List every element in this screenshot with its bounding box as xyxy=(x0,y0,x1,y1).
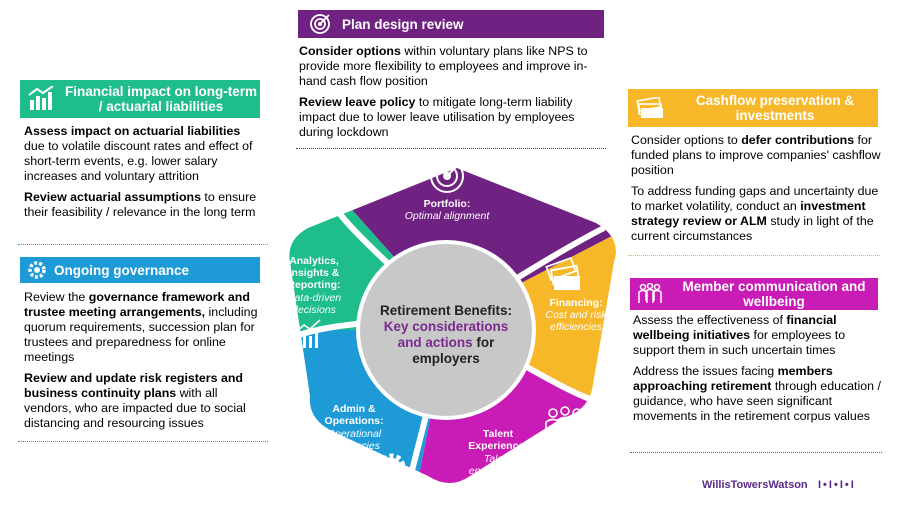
financial-impact-body: Assess impact on actuarial liabilities d… xyxy=(24,124,264,226)
text-run: within voluntary plans like NPS to provi… xyxy=(299,44,588,88)
text-run: for employees to support them in such un… xyxy=(633,328,846,357)
text-run: due to volatile discount rates and effec… xyxy=(24,139,253,183)
bold-text-run: Assess impact on actuarial liabilities xyxy=(24,124,241,138)
bold-text-run: investment strategy review or ALM xyxy=(631,199,866,228)
governance-header: Ongoing governance xyxy=(20,257,260,283)
member-comm-p2: Address the issues facing members approa… xyxy=(633,364,881,424)
admin-title-1: Admin & xyxy=(332,403,376,415)
financial-impact-title: Financial impact on long-term / actuaria… xyxy=(64,84,258,114)
bold-text-run: Review leave policy xyxy=(299,95,416,109)
center-title-line2: Key considerations xyxy=(384,319,509,334)
financing-sub-2: efficiencies xyxy=(550,321,603,333)
text-run: Review the xyxy=(24,290,89,304)
text-run: Consider options to xyxy=(631,133,742,147)
people-group-icon xyxy=(630,283,670,305)
talent-title-1: Talent xyxy=(483,428,514,440)
plan-design-title: Plan design review xyxy=(342,16,464,32)
text-run: To address funding gaps and uncertainty … xyxy=(631,184,879,213)
center-circle xyxy=(356,240,536,420)
target-icon xyxy=(430,159,464,193)
cashflow-body: Consider options to defer contributions … xyxy=(631,133,881,250)
talent-title-2: Experience: xyxy=(468,440,528,452)
segment-financing xyxy=(450,236,616,404)
cashflow-p1: Consider options to defer contributions … xyxy=(631,133,881,178)
bar-chart-up-icon xyxy=(20,86,62,112)
text-run: through education / guidance, who have s… xyxy=(633,379,881,423)
text-run: to ensure their feasibility / relevance … xyxy=(24,190,257,219)
money-stack-icon xyxy=(545,256,581,290)
admin-sub-2: efficiencies xyxy=(328,440,381,452)
analytics-sub-1: Data-driven xyxy=(287,292,341,304)
member-comm-header: Member communication and wellbeing xyxy=(630,278,878,310)
governance-body: Review the governance framework and trus… xyxy=(24,290,264,437)
bold-text-run: Review actuarial assumptions xyxy=(24,190,201,204)
governance-title: Ongoing governance xyxy=(54,262,190,278)
text-run: to mitigate long-term liability impact d… xyxy=(299,95,575,139)
analytics-title-3: Reporting: xyxy=(287,279,340,291)
divider xyxy=(630,452,882,453)
company-logo: WillisTowersWatson xyxy=(702,479,808,491)
financial-impact-p1: Assess impact on actuarial liabilities d… xyxy=(24,124,264,184)
gear-icon xyxy=(20,260,54,280)
center-title-line1: Retirement Benefits: xyxy=(380,303,512,318)
financial-impact-p2: Review actuarial assumptions to ensure t… xyxy=(24,190,264,220)
divider xyxy=(18,441,268,442)
bold-text-run: members approaching retirement xyxy=(633,364,833,393)
plan-design-p1: Consider options within voluntary plans … xyxy=(299,44,605,89)
center-title-line4: employers xyxy=(412,351,480,366)
plan-design-p2: Review leave policy to mitigate long-ter… xyxy=(299,95,605,140)
money-stack-icon xyxy=(628,97,672,119)
people-group-icon xyxy=(545,406,585,436)
gear-icon xyxy=(378,453,406,481)
divider xyxy=(296,148,606,149)
plan-design-body: Consider options within voluntary plans … xyxy=(299,44,605,146)
member-comm-title: Member communication and wellbeing xyxy=(682,279,866,309)
bold-text-run: Review and update risk registers and bus… xyxy=(24,371,243,400)
member-comm-p1: Assess the effectiveness of financial we… xyxy=(633,313,881,358)
bold-text-run: governance framework and trustee meeting… xyxy=(24,290,250,319)
plan-design-header: Plan design review xyxy=(298,10,604,38)
text-run: study in light of the current circumstan… xyxy=(631,214,874,243)
analytics-title-1: Analytics, xyxy=(289,255,339,267)
company-logo-mark: I•I•I•I xyxy=(818,479,856,491)
cashflow-title: Cashflow preservation & investments xyxy=(695,93,855,123)
governance-p2: Review and update risk registers and bus… xyxy=(24,371,264,431)
portfolio-title: Portfolio: xyxy=(424,198,471,210)
bold-text-run: financial wellbeing initiatives xyxy=(633,313,837,342)
analytics-sub-2: decisions xyxy=(292,304,337,316)
portfolio-sub: Optimal alignment xyxy=(405,210,491,222)
financing-title: Financing: xyxy=(549,297,602,309)
text-run: Address the issues facing xyxy=(633,364,778,378)
divider xyxy=(628,255,880,256)
talent-sub-2: engagement xyxy=(469,465,528,477)
divider xyxy=(18,244,268,245)
talent-sub-1: Talent xyxy=(484,453,513,465)
text-run: for funded plans to improve companies' c… xyxy=(631,133,881,177)
analytics-title-2: Insights & xyxy=(289,267,340,279)
cashflow-p2: To address funding gaps and uncertainty … xyxy=(631,184,881,244)
member-comm-body: Assess the effectiveness of financial we… xyxy=(633,313,881,430)
bar-chart-up-icon xyxy=(295,319,321,348)
bold-text-run: defer contributions xyxy=(741,133,855,147)
center-title-line3: and actions for xyxy=(398,335,496,350)
cashflow-header: Cashflow preservation & investments xyxy=(628,89,878,127)
governance-p1: Review the governance framework and trus… xyxy=(24,290,264,365)
text-run: with all vendors, who are impacted due t… xyxy=(24,386,246,430)
target-icon xyxy=(298,13,342,35)
financial-impact-header: Financial impact on long-term / actuaria… xyxy=(20,80,260,118)
text-run: Assess the effectiveness of xyxy=(633,313,787,327)
bold-text-run: Consider options xyxy=(299,44,401,58)
admin-sub-1: Operational xyxy=(327,428,382,440)
financing-sub-1: Cost and risk xyxy=(545,309,607,321)
text-run: including quorum requirements, successio… xyxy=(24,305,258,364)
admin-title-2: Operations: xyxy=(325,415,384,427)
